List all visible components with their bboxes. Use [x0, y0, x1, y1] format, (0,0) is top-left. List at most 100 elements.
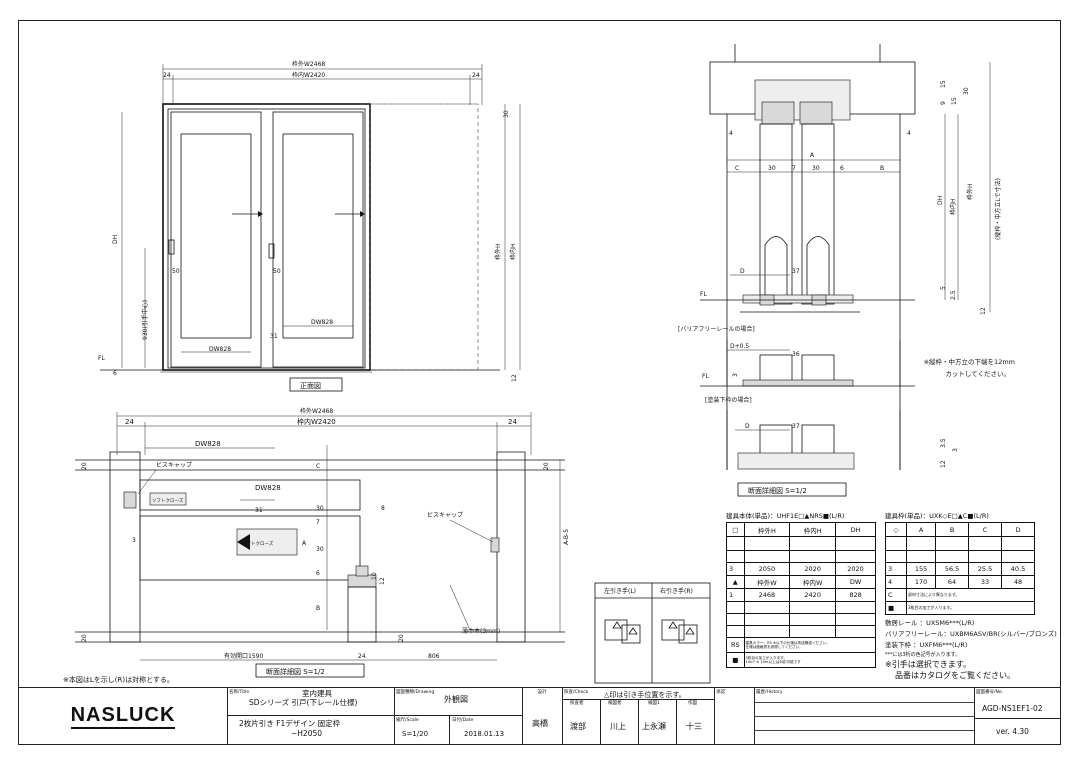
check-name-2: 上永瀬 [642, 722, 666, 731]
sec-dim-36: 36 [792, 351, 800, 358]
table2-r1c4: 48 [1001, 575, 1035, 589]
front-dim-inner-w: 枠内W2420 [292, 71, 325, 79]
table1-rs-text: 建具カラー：RS ※以下の仕様は別途確認ください。 [745, 640, 830, 645]
name-line1: 室内建具 [302, 689, 332, 698]
plan-dim-dw-mid: DW828 [255, 484, 281, 492]
table2-sq-text: 3枚目の加工が入ります。 [906, 601, 1035, 615]
front-dim-dh: DH [112, 235, 119, 244]
table1-rs-cell: 建具カラー：RS ※以下の仕様は別途確認ください。 仕様は価格表を参照してくださ… [743, 637, 877, 653]
table1-sq-cell: 3枚目の加工が入ります。 10m² ※ 10m以上は対応可能です [743, 652, 877, 668]
front-dim-24-left: 24 [163, 72, 171, 79]
sec-dim-5: 5 [940, 286, 947, 290]
sec-dim-b: B [880, 165, 884, 172]
plan-dim-outer-w: 枠外W2468 [300, 407, 333, 415]
table1-grid: □ 枠外H 枠内H DH 3 2050 2020 2020 ▲ 枠外W 枠内W … [726, 522, 877, 668]
designer-name: 高橋 [532, 719, 548, 728]
sec-fl: FL [700, 291, 707, 298]
plan-dim-6: 6 [316, 570, 320, 577]
rail-notes: 敷居レール ：UXSM6***(L/R) バリアフリーレール：UXBM6ASV/… [885, 618, 1057, 681]
table2-r0c2: 56.5 [935, 562, 970, 576]
sec-dim-3-5: 3.5 [940, 438, 947, 448]
table2-h4: D [1001, 522, 1035, 537]
table1-h3: DH [835, 522, 876, 537]
sec-dim-dh: DH [937, 196, 944, 205]
sec-dim-d: D [740, 268, 745, 275]
plan-soft-close-b: ソフトクローズ [242, 540, 274, 547]
name-line2: SDシリーズ 引戸(下レール仕様) [249, 698, 358, 707]
check-name-0: 渡部 [570, 722, 586, 731]
table1-r0c0: 3 [726, 562, 745, 576]
table2-h2: B [935, 522, 970, 537]
front-dim-31: 31 [270, 333, 278, 340]
plan-opening: 有効開口1590 [224, 652, 263, 660]
plan-dim-10: 10 [371, 572, 378, 580]
table2-r1c0: 4 [885, 575, 907, 589]
table2-r0c3: 25.5 [968, 562, 1003, 576]
sec-dim-7: 7 [792, 165, 796, 172]
sec-dim-9: 9 [940, 101, 947, 105]
section-view: 9 15 15 30 4 4 A C 30 7 30 6 B DH 枠内H 枠外… [678, 44, 1015, 497]
sec-dim-12: 12 [980, 307, 987, 315]
sec-dim-37: 37 [792, 268, 800, 275]
front-dim-50-b: 50 [273, 268, 281, 275]
scale-label: 縮尺/Scale [396, 718, 419, 723]
plan-thin-wood: 薄巾木(3mm) [462, 627, 500, 635]
table1-r2c1: 2468 [743, 588, 791, 602]
rail-line-5: 品番はカタログをご覧ください。 [895, 671, 1015, 680]
name-line4: ~H2050 [291, 729, 323, 738]
sec-dim-2-5: 2.5 [950, 290, 957, 300]
table1-h0: □ [726, 522, 745, 537]
check-label: 照査/Check [564, 690, 589, 695]
plan-bis-cap-right: ビスキャップ [427, 511, 463, 519]
table2-r0c0: 3 [885, 562, 907, 576]
sec-dim-15-b: 15 [951, 97, 958, 105]
note-symmetric: ※本図はLを示し(R)は対称とする。 [63, 675, 174, 684]
front-dim-inner-h: 枠内H [509, 243, 517, 260]
sec-dim-37-b: 37 [792, 423, 800, 430]
table1-rs-text2: 仕様は価格表を参照してください。 [745, 645, 803, 649]
plan-dim-20-a: 20 [81, 462, 88, 470]
rail-line-3: ***には3桁の色記号が入ります。 [885, 652, 961, 658]
sec-dim-c: C [735, 165, 739, 172]
plan-dim-24-bottom: 24 [358, 653, 366, 660]
table1-h2: 枠内H [789, 522, 837, 537]
check-cell: 照査/Check 照査者 検図者 検図1 作図 渡部 川上 上永瀬 十三 [562, 688, 715, 745]
plan-dim-31: 31 [255, 507, 263, 514]
plan-dim-12: 12 [379, 577, 386, 585]
front-dim-dw-b: DW828 [311, 319, 333, 326]
table2-grid: ◇ A B C D 3 155 56.5 25.5 40.5 4 170 64 … [885, 522, 1035, 615]
check-name-3: 十三 [686, 722, 702, 731]
sec-note-cut2: カットしてください。 [945, 370, 1010, 378]
table2-h0: ◇ [885, 522, 907, 537]
sec-dim-outer-h: 枠外H [966, 183, 974, 200]
plan-dim-20-c: 20 [543, 462, 550, 470]
plan-caption: 断面詳細図 S=1/2 [266, 667, 325, 676]
table2-c-text: 部材寸法により異なります。 [906, 588, 1035, 602]
sec-dim-15-a: 15 [940, 80, 947, 88]
front-dim-12: 12 [511, 374, 518, 382]
table1-rs-label: RS [726, 637, 745, 653]
design-label: 設計 [537, 690, 547, 695]
front-dim-24-right: 24 [472, 72, 480, 79]
plan-dim-inner-w: 枠内W2420 [297, 417, 336, 426]
sec-dim-4-right: 4 [907, 130, 911, 137]
table1-r1c0: ▲ [726, 575, 745, 589]
plan-dim-20-b: 20 [81, 634, 88, 642]
check-row-label-0: 照査者 [570, 701, 584, 706]
rail-line-4: ※引手は選択できます。 [885, 660, 971, 669]
front-dim-outer-w: 枠外W2468 [292, 60, 325, 68]
plan-dim-7: 7 [316, 519, 320, 526]
sec-dim-d-b: D [745, 423, 750, 430]
plan-dim-c: C [316, 463, 320, 470]
plan-dim-30-b: 30 [316, 546, 324, 553]
drawing-no: AGD-NS1EF1-02 [982, 704, 1043, 713]
rail-line-1: バリアフリーレール：UXBM6ASV/BR(シルバー/ブロンズ) [885, 630, 1057, 638]
front-dim-30: 30 [503, 110, 510, 118]
plan-dim-b: B [316, 605, 320, 612]
drawing-value: 外観図 [444, 695, 468, 704]
sec-fl-b: FL [702, 373, 709, 380]
table2-title: 建具枠(単品)：UXK◇E□▲C■(L/R) [885, 512, 989, 520]
handle-right-label: 右引き手(R) [660, 587, 693, 595]
scale-value: S=1/20 [402, 730, 429, 738]
sec-dim-a: A [810, 152, 815, 159]
